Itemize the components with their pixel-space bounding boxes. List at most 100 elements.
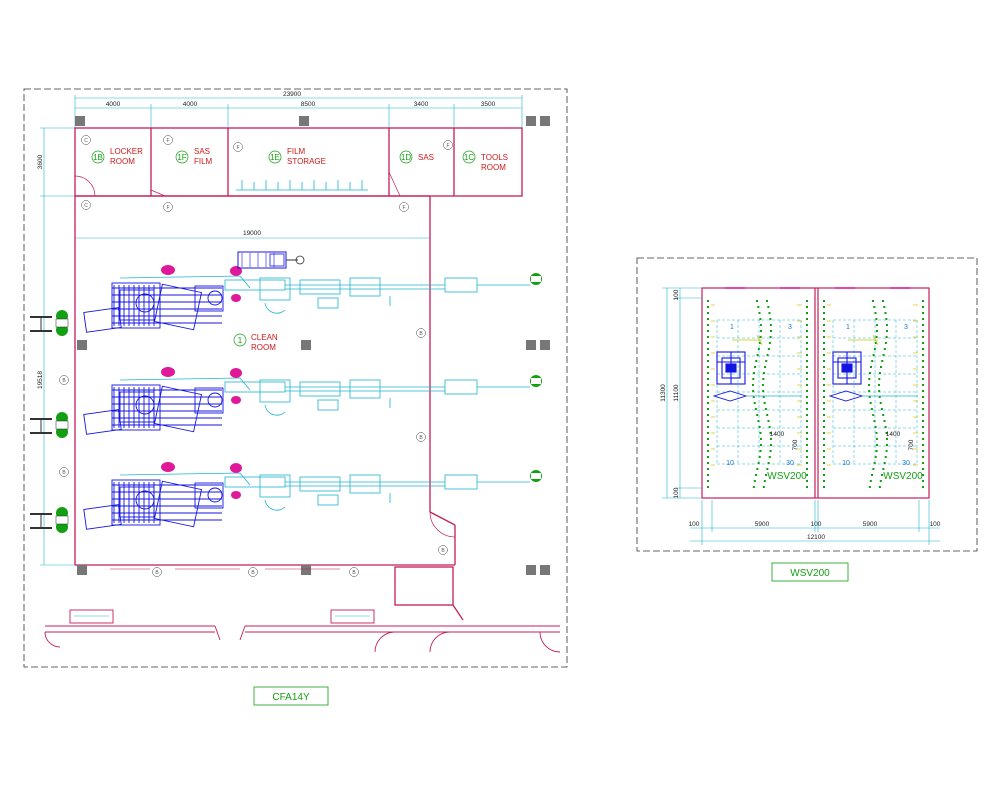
film-storage-racks bbox=[236, 180, 368, 191]
bay-2-cell-4: 30 bbox=[902, 460, 910, 467]
right-plan-title: WSV200 bbox=[790, 568, 830, 579]
right-dim-wall-2: 100 bbox=[811, 521, 822, 528]
room-1e: 1E FILM STORAGE bbox=[268, 147, 326, 166]
room-1d-number: 1D bbox=[401, 153, 411, 162]
svg-text:C: C bbox=[84, 203, 88, 209]
dim-clean-height: 19518 bbox=[37, 371, 44, 389]
room-1e-number: 1E bbox=[270, 153, 280, 162]
marker-b-5: B bbox=[152, 567, 162, 577]
bay-1-dim-side: 700 bbox=[792, 439, 799, 450]
svg-text:F: F bbox=[236, 145, 239, 151]
room-1c-number: 1C bbox=[464, 153, 474, 162]
dim-seg-5: 3500 bbox=[481, 101, 496, 108]
left-floor-plan: 23900 4000 4000 8500 3400 3500 3600 1951… bbox=[23, 88, 568, 706]
marker-b-3: B bbox=[59, 375, 69, 385]
machine-line-2 bbox=[30, 367, 542, 438]
marker-f-4: F bbox=[399, 202, 409, 212]
svg-text:B: B bbox=[419, 331, 423, 337]
bay-1-label: WSV200 bbox=[767, 471, 807, 482]
right-dim-bay-1: 5900 bbox=[755, 521, 770, 528]
room-1b-number: 1B bbox=[93, 153, 103, 162]
marker-c-2: C bbox=[81, 200, 91, 210]
right-floor-plan: 100 11300 11100 100 100 5900 100 5900 10… bbox=[636, 257, 978, 582]
bay-2-cell-2: 3 bbox=[904, 324, 908, 331]
room-1c-line1: TOOLS bbox=[481, 153, 508, 162]
marker-b-7: B bbox=[349, 567, 359, 577]
bay-1-dim-width: 1400 bbox=[770, 431, 785, 438]
right-dim-height-outer: 11300 bbox=[660, 384, 667, 402]
right-dim-total: 12100 bbox=[807, 534, 825, 541]
machine-line-3 bbox=[30, 462, 542, 533]
marker-f-5: F bbox=[443, 140, 453, 150]
svg-text:B: B bbox=[155, 570, 159, 576]
dim-clean-width: 19000 bbox=[243, 230, 261, 237]
machine-line-1 bbox=[30, 265, 542, 336]
right-dim-wall-1: 100 bbox=[689, 521, 700, 528]
svg-text:B: B bbox=[251, 570, 255, 576]
svg-text:F: F bbox=[166, 138, 169, 144]
dim-seg-3: 8500 bbox=[301, 101, 316, 108]
left-frame bbox=[23, 88, 568, 668]
svg-text:B: B bbox=[62, 378, 66, 384]
marker-b-6: B bbox=[248, 567, 258, 577]
room-1b-line1: LOCKER bbox=[110, 147, 143, 156]
svg-text:B: B bbox=[441, 548, 445, 554]
right-dim-top: 100 bbox=[673, 289, 680, 300]
clean-room-line2: ROOM bbox=[251, 343, 276, 352]
marker-b-1: B bbox=[416, 328, 426, 338]
marker-c-1: C bbox=[81, 135, 91, 145]
room-1f-line2: FILM bbox=[194, 157, 213, 166]
clean-room-label: 1 CLEAN ROOM bbox=[233, 333, 278, 352]
right-walls bbox=[701, 287, 930, 499]
bay-1-cell-1: 1 bbox=[730, 324, 734, 331]
svg-text:F: F bbox=[446, 143, 449, 149]
room-1d-line1: SAS bbox=[418, 153, 434, 162]
right-title-box bbox=[771, 562, 849, 582]
room-1e-line1: FILM bbox=[287, 147, 306, 156]
right-left-dims bbox=[662, 287, 702, 499]
marker-b-2: B bbox=[416, 432, 426, 442]
right-dim-bottom: 100 bbox=[673, 487, 680, 498]
bay-1-cell-4: 30 bbox=[786, 460, 794, 467]
left-title-box bbox=[253, 686, 329, 706]
right-bottom-dims bbox=[690, 500, 940, 545]
room-1f: 1F SAS FILM bbox=[175, 147, 213, 166]
bay-1-cell-3: 10 bbox=[726, 460, 734, 467]
left-dimensions bbox=[40, 127, 75, 566]
room-1c-line2: ROOM bbox=[481, 163, 506, 172]
clean-room-line1: CLEAN bbox=[251, 333, 278, 342]
svg-text:C: C bbox=[84, 138, 88, 144]
transport-cart bbox=[237, 251, 305, 269]
svg-text:B: B bbox=[62, 470, 66, 476]
room-1b-line2: ROOM bbox=[110, 157, 135, 166]
dim-seg-2: 4000 bbox=[183, 101, 198, 108]
svg-text:F: F bbox=[402, 205, 405, 211]
marker-b-4: B bbox=[59, 467, 69, 477]
bottom-corridor bbox=[44, 609, 561, 653]
bay-1-cell-2: 3 bbox=[788, 324, 792, 331]
svg-text:F: F bbox=[166, 205, 169, 211]
marker-f-2: F bbox=[233, 142, 243, 152]
clean-room-number: 1 bbox=[238, 336, 243, 345]
marker-f-1: F bbox=[163, 135, 173, 145]
dim-seg-4: 3400 bbox=[414, 101, 429, 108]
room-1d: 1D SAS bbox=[399, 150, 434, 164]
dim-total: 23900 bbox=[283, 91, 301, 98]
right-frame bbox=[636, 257, 978, 552]
top-dimensions bbox=[74, 95, 523, 128]
marker-f-3: F bbox=[163, 202, 173, 212]
room-1f-number: 1F bbox=[177, 153, 186, 162]
marker-b-8: B bbox=[438, 545, 448, 555]
svg-text:B: B bbox=[352, 570, 356, 576]
right-dim-wall-3: 100 bbox=[930, 521, 941, 528]
room-1e-line2: STORAGE bbox=[287, 157, 326, 166]
left-plan-title: CFA14Y bbox=[272, 692, 310, 703]
dim-room-height: 3600 bbox=[37, 154, 44, 169]
svg-text:B: B bbox=[419, 435, 423, 441]
bay-2-cell-3: 10 bbox=[842, 460, 850, 467]
columns bbox=[75, 116, 550, 575]
